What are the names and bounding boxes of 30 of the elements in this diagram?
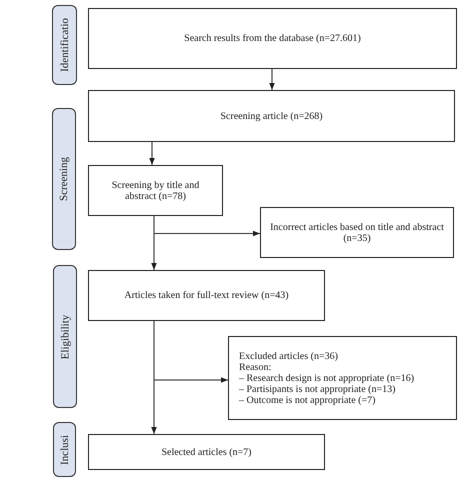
box-text: Excluded articles (n=36) — [239, 350, 338, 362]
arrow — [149, 142, 155, 166]
box-text: Search results from the database (n=27.601) — [184, 33, 361, 44]
process-box — [88, 165, 223, 216]
phase-label-box — [52, 108, 76, 250]
process-box — [88, 8, 457, 69]
process-box — [88, 270, 325, 321]
box-text: Screening by title and abstract (n=78) — [110, 180, 200, 202]
phase-label-box — [52, 5, 77, 85]
phase-label-box — [53, 265, 77, 408]
box-text: Articles taken for full-text review (n=43) — [124, 290, 289, 301]
process-box — [260, 207, 454, 258]
box-text: Reason: — [239, 362, 272, 372]
arrow — [154, 216, 260, 236]
phase-label: Identificatio — [58, 18, 70, 72]
box-text: – Research design is not appropriate (n=16) — [239, 372, 414, 384]
box-text: Incorrect articles based on title and abstract (n=35) — [269, 222, 445, 244]
arrow — [269, 68, 275, 90]
box-text: Screening article (n=268) — [220, 110, 323, 122]
box-text: Selected articles (n=7) — [161, 446, 252, 458]
arrow — [154, 320, 228, 383]
phase-label: Screening — [58, 157, 70, 201]
process-box — [228, 336, 457, 420]
box-text: – Partisipants is not appropriate (n=13) — [239, 384, 396, 394]
process-box — [88, 434, 325, 470]
process-box — [88, 90, 455, 142]
phase-label: Eligibility — [59, 314, 71, 359]
phase-label-box — [53, 422, 76, 477]
box-text: – Outcome is not appropriate (=7) — [239, 394, 376, 406]
phase-label: Inclusi — [58, 434, 70, 464]
